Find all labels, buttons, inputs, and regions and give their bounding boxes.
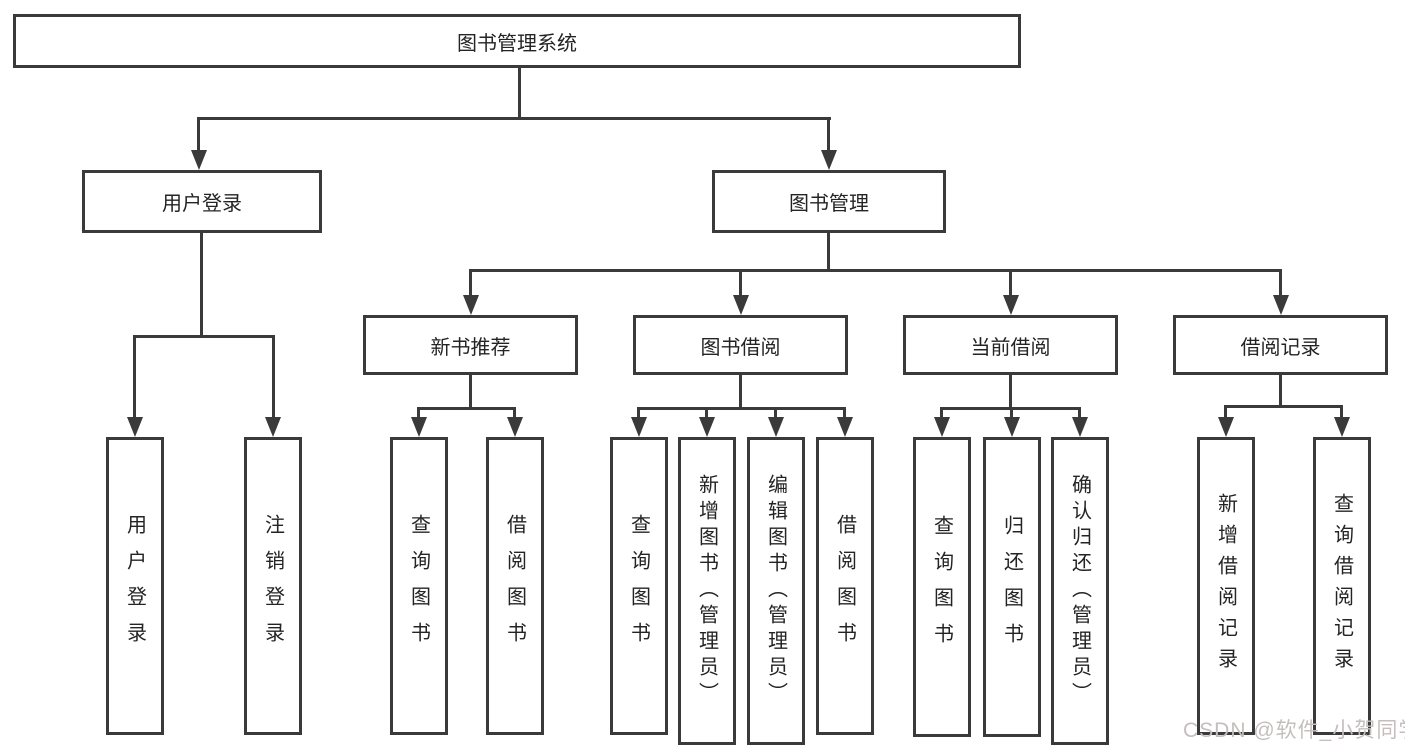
connector-line	[1224, 405, 1227, 419]
connector-line	[1279, 375, 1282, 407]
arrowhead-down	[463, 295, 479, 315]
node-label: 新书推荐	[430, 336, 511, 359]
leaf-label: 编辑图书（管理员）	[764, 474, 787, 708]
node-new-book-recommend: 新书推荐	[363, 315, 578, 375]
arrowhead-down	[821, 150, 837, 170]
leaf-label: 用户登录	[123, 514, 146, 658]
connector-line	[739, 375, 742, 409]
arrowhead-down	[768, 417, 784, 437]
arrowhead-down	[699, 417, 715, 437]
connector-line	[637, 407, 846, 410]
connector-line	[513, 407, 516, 419]
connector-line	[417, 407, 516, 410]
connector-line	[739, 269, 742, 297]
arrowhead-down	[934, 417, 950, 437]
arrowhead-down	[1004, 417, 1020, 437]
arrowhead-down	[411, 417, 427, 437]
connector-line	[827, 233, 830, 272]
leaf-label: 查询借阅记录	[1330, 493, 1353, 679]
connector-line	[843, 407, 846, 419]
node-root: 图书管理系统	[13, 14, 1021, 68]
connector-line	[133, 335, 275, 338]
connector-line	[518, 68, 521, 117]
node-current-borrow: 当前借阅	[903, 315, 1118, 375]
leaf-label: 查询图书	[627, 514, 650, 658]
connector-line	[1009, 269, 1012, 297]
leaf-borrow-books-recommend: 借阅图书	[486, 437, 544, 735]
node-label: 图书借阅	[700, 336, 781, 359]
leaf-label: 新增借阅记录	[1214, 493, 1237, 679]
connector-line	[1010, 407, 1013, 419]
connector-line	[469, 375, 472, 409]
connector-line	[774, 407, 777, 419]
node-root-label: 图书管理系统	[457, 32, 577, 55]
leaf-query-books-borrow: 查询图书	[610, 437, 668, 735]
leaf-label: 借阅图书	[503, 514, 526, 658]
leaf-label: 注销登录	[261, 514, 284, 658]
arrowhead-down	[265, 417, 281, 437]
leaf-add-borrow-record: 新增借阅记录	[1197, 437, 1255, 735]
leaf-logout-login: 注销登录	[244, 437, 302, 735]
leaf-query-books-current: 查询图书	[913, 437, 971, 737]
node-user-login: 用户登录	[82, 170, 322, 233]
leaf-label: 借阅图书	[833, 514, 856, 658]
arrowhead-down	[191, 150, 207, 170]
connector-line	[637, 407, 640, 419]
arrowhead-down	[1218, 417, 1234, 437]
connector-line	[197, 117, 200, 153]
connector-line	[827, 117, 830, 153]
node-label: 用户登录	[162, 193, 242, 215]
leaf-query-borrow-record: 查询借阅记录	[1313, 437, 1371, 735]
leaf-label: 归还图书	[1000, 515, 1023, 659]
arrowhead-down	[127, 417, 143, 437]
leaf-add-books-admin: 新增图书（管理员）	[678, 437, 736, 745]
connector-line	[1009, 375, 1012, 409]
connector-line	[272, 335, 275, 419]
connector-line	[705, 407, 708, 419]
node-borrow-records: 借阅记录	[1173, 315, 1388, 375]
node-label: 借阅记录	[1240, 336, 1321, 359]
leaf-confirm-return-admin: 确认归还（管理员）	[1051, 437, 1109, 745]
node-label: 当前借阅	[970, 336, 1051, 359]
leaf-edit-books-admin: 编辑图书（管理员）	[747, 437, 805, 745]
leaf-query-books-recommend: 查询图书	[390, 437, 448, 735]
leaf-label: 查询图书	[930, 515, 953, 659]
node-book-borrow: 图书借阅	[633, 315, 848, 375]
arrowhead-down	[1072, 417, 1088, 437]
connector-line	[1224, 405, 1343, 408]
arrowhead-down	[733, 295, 749, 315]
connector-line	[469, 269, 1282, 272]
arrowhead-down	[631, 417, 647, 437]
arrowhead-down	[837, 417, 853, 437]
connector-line	[197, 117, 831, 120]
leaf-label: 新增图书（管理员）	[695, 474, 718, 708]
connector-line	[1340, 405, 1343, 419]
connector-line	[417, 407, 420, 419]
leaf-return-books: 归还图书	[983, 437, 1041, 737]
connector-line	[469, 269, 472, 297]
arrowhead-down	[1003, 295, 1019, 315]
leaf-label: 查询图书	[407, 514, 430, 658]
connector-line	[1078, 407, 1081, 419]
connector-line	[200, 233, 203, 335]
connector-line	[1279, 269, 1282, 297]
leaf-borrow-books-borrow: 借阅图书	[816, 437, 874, 735]
connector-line	[133, 335, 136, 419]
leaf-label: 确认归还（管理员）	[1068, 474, 1091, 708]
csdn-watermark: CSDN @软件_小贺同学	[1183, 719, 1405, 742]
arrowhead-down	[1334, 417, 1350, 437]
arrowhead-down	[1273, 295, 1289, 315]
arrowhead-down	[507, 417, 523, 437]
connector-line	[940, 407, 943, 419]
node-label: 图书管理	[789, 193, 869, 215]
node-book-management: 图书管理	[712, 170, 946, 233]
leaf-user-login: 用户登录	[106, 437, 164, 735]
